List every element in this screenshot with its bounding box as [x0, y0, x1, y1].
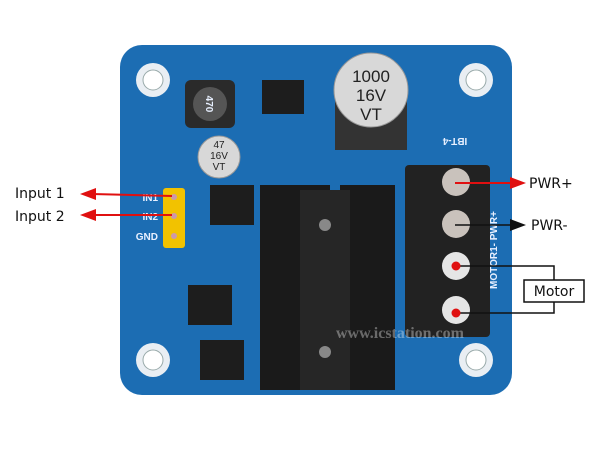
pwr-minus-label: PWR-	[531, 218, 568, 234]
input1-arrow	[80, 188, 173, 200]
terminal-screw	[442, 210, 470, 238]
svg-text:16V: 16V	[356, 86, 387, 105]
svg-text:16V: 16V	[210, 151, 228, 162]
input1-label: Input 1	[15, 186, 65, 202]
watermark: www.icstation.com	[336, 325, 465, 342]
input2-label: Input 2	[15, 209, 65, 225]
pin-label-gnd: GND	[136, 232, 158, 243]
mounting-holes	[136, 63, 493, 377]
input2-arrow	[80, 209, 172, 221]
motor-label: Motor	[534, 284, 575, 300]
terminal-silkscreen: MOTOR1- PWR+	[489, 211, 500, 289]
inductor-label: 470	[203, 96, 214, 113]
svg-text:1000: 1000	[352, 67, 390, 86]
chip	[188, 285, 232, 325]
motor-wiring	[451, 261, 585, 318]
pwr-plus-label: PWR+	[529, 176, 573, 192]
small-capacitor: 47 16V VT	[197, 135, 241, 179]
big-capacitor: 1000 16V VT	[333, 52, 409, 150]
svg-text:47: 47	[213, 140, 225, 151]
pwr-minus-arrow	[455, 219, 526, 231]
svg-text:VT: VT	[360, 105, 382, 124]
chip	[200, 340, 244, 380]
pin-label-in2: IN2	[142, 212, 158, 223]
svg-text:VT: VT	[213, 162, 226, 173]
pwr-plus-arrow	[455, 177, 526, 189]
pin-label-in1: IN1	[142, 193, 158, 204]
model-silkscreen: IBT-4	[442, 135, 467, 146]
chip	[210, 185, 254, 225]
motor-box	[523, 279, 585, 303]
terminal-block	[405, 165, 490, 337]
chip	[262, 80, 304, 114]
